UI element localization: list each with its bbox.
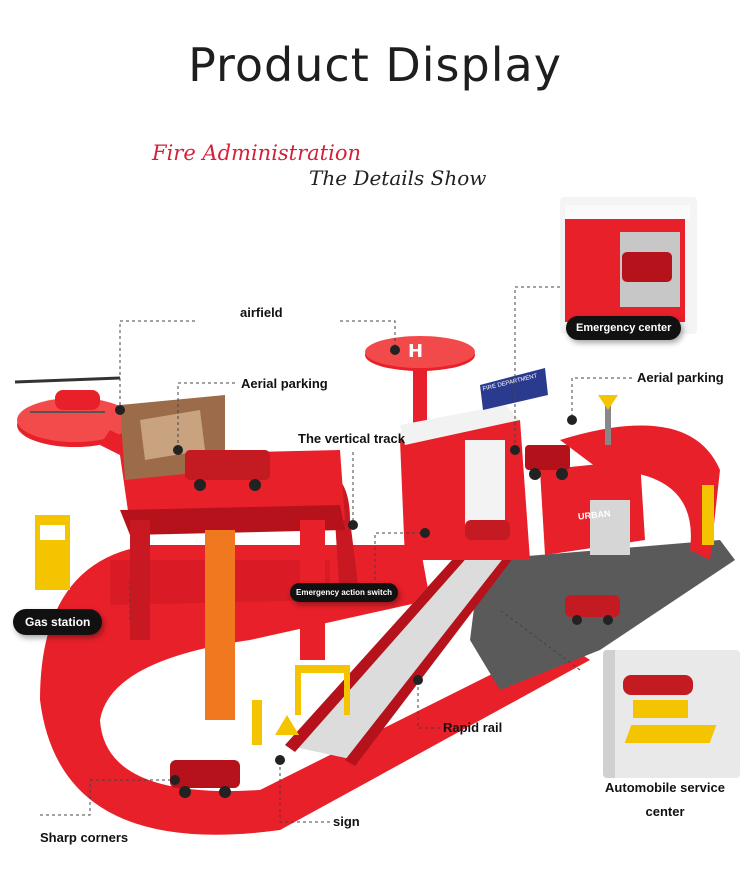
subtitle-details-show: The Details Show	[309, 166, 487, 190]
label-sharp-corners: Sharp corners	[40, 830, 129, 845]
label-aerial-parking-left: Aerial parking	[241, 376, 328, 391]
parking-car	[565, 595, 620, 617]
label-vertical-track: The vertical track	[298, 431, 405, 446]
right-elevated-track	[560, 425, 720, 560]
barrier-gate	[295, 665, 350, 673]
callout-aerial-right	[571, 377, 632, 420]
base-track	[40, 545, 590, 835]
helipad-mark: H	[408, 341, 424, 362]
page-title: Product Display	[188, 38, 562, 92]
callout-sign	[279, 760, 330, 823]
red-jeep	[525, 445, 570, 470]
label-rapid-rail: Rapid rail	[443, 720, 503, 735]
label-emergency-center: Emergency center	[566, 316, 682, 340]
traffic-light-right	[702, 485, 714, 545]
helicopter	[55, 390, 100, 410]
armored-vehicle	[170, 760, 240, 788]
callout-airfield-right	[340, 320, 396, 350]
callout-rapid-rail	[417, 680, 440, 729]
callout-auto-service	[499, 609, 581, 671]
inset-automobile-service	[603, 650, 740, 778]
callout-sharp-left	[40, 780, 91, 816]
label-gas-station: Gas station	[13, 609, 103, 635]
label-aerial-parking-right: Aerial parking	[637, 370, 724, 385]
callout-airfield-left	[119, 320, 195, 410]
right-road-sign	[598, 395, 618, 410]
callout-emergency-center	[514, 286, 560, 450]
road-sign	[275, 715, 299, 735]
label-airfield: airfield	[240, 305, 283, 320]
rapid-rail-ramp	[285, 540, 520, 760]
fire-truck-top	[185, 450, 270, 480]
station-sign-board	[480, 368, 548, 410]
callout-switch	[374, 532, 425, 580]
vertical-track	[300, 468, 360, 600]
label-sign: sign	[333, 814, 360, 829]
label-automobile-service-center: center	[645, 804, 685, 819]
label-automobile-service: Automobile service	[605, 780, 725, 795]
tower-pillar-left	[205, 530, 235, 720]
callout-aerial-left	[177, 382, 235, 450]
rail-car	[465, 520, 510, 540]
inset-emergency-center	[560, 197, 697, 334]
subtitle-fire-administration: Fire Administration	[152, 141, 362, 165]
traffic-light-tower	[252, 700, 262, 745]
label-emergency-switch: Emergency action switch	[290, 583, 399, 602]
